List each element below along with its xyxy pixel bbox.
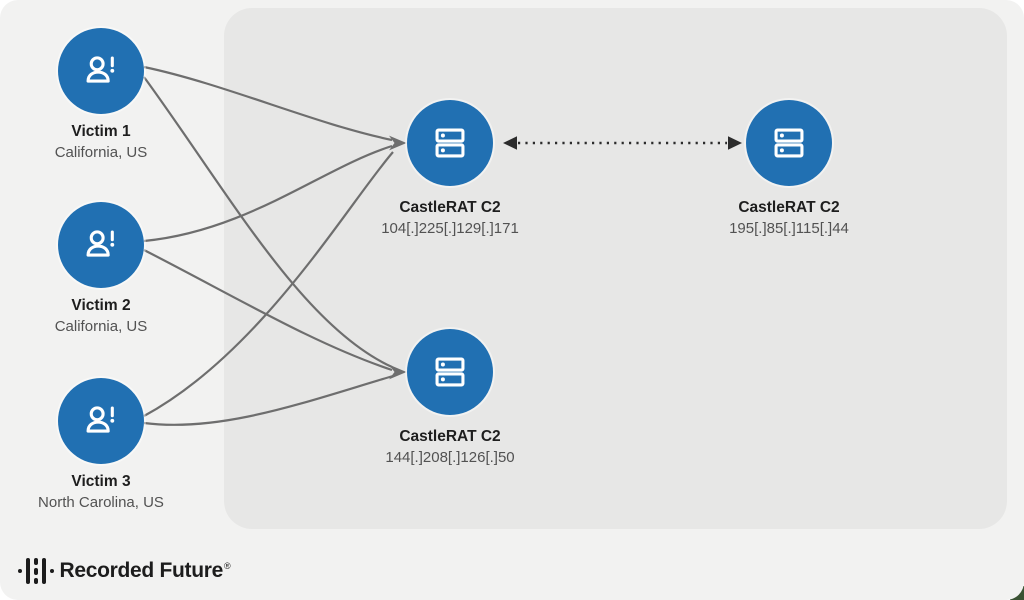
victim2-node [58, 202, 144, 288]
server-icon [774, 128, 804, 158]
c2-right-name: CastleRAT C2 [738, 199, 840, 216]
victim2-label: Victim 2 California, US [0, 295, 211, 337]
victim3-name: Victim 3 [71, 473, 131, 490]
person-alert-icon [86, 56, 115, 83]
c2-top-ip: 104[.]225[.]129[.]171 [381, 220, 519, 237]
server-icon [435, 357, 465, 387]
c2-top-node [407, 100, 493, 186]
victim3-label: Victim 3 North Carolina, US [0, 471, 211, 513]
person-alert-icon [86, 406, 115, 433]
c2-top-label: CastleRAT C2 104[.]225[.]129[.]171 [330, 197, 570, 239]
recorded-future-logo: Recorded Future® [18, 557, 231, 585]
victim1-location: California, US [54, 144, 148, 161]
brand-name: Recorded Future® [59, 559, 231, 582]
victim1-label: Victim 1 California, US [0, 121, 211, 163]
victim2-name: Victim 2 [71, 297, 131, 314]
person-alert-icon [86, 230, 115, 257]
victim1-name: Victim 1 [71, 123, 131, 140]
c2-bottom-ip: 144[.]208[.]126[.]50 [385, 449, 515, 466]
c2-right-ip: 195[.]85[.]115[.]44 [729, 220, 849, 237]
c2-bottom-label: CastleRAT C2 144[.]208[.]126[.]50 [330, 426, 570, 468]
registered-mark: ® [224, 561, 231, 571]
victim2-location: California, US [54, 318, 148, 335]
server-icon [435, 128, 465, 158]
victim3-location: North Carolina, US [38, 494, 164, 511]
c2-right-node [746, 100, 832, 186]
c2-bottom-name: CastleRAT C2 [399, 428, 501, 445]
victim1-node [58, 28, 144, 114]
c2-top-name: CastleRAT C2 [399, 199, 501, 216]
victim3-node [58, 378, 144, 464]
recorded-future-mark-icon [18, 557, 54, 585]
c2-bottom-node [407, 329, 493, 415]
c2-right-label: CastleRAT C2 195[.]85[.]115[.]44 [669, 197, 909, 239]
